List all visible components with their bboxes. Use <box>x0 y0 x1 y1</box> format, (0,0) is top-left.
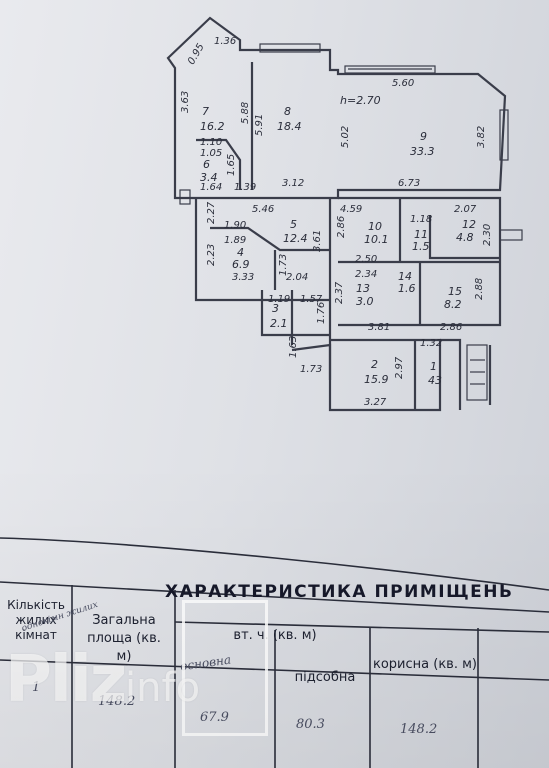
room-15-area: 8.2 <box>444 298 462 311</box>
dim-label: 2.86 <box>440 322 462 333</box>
dim-label: 2.86 <box>336 216 347 238</box>
dim-label: 2.30 <box>482 224 493 246</box>
dim-label: 3.81 <box>368 322 390 333</box>
dim-label: 3.63 <box>180 91 191 113</box>
room-2-area: 15.9 <box>364 373 389 386</box>
floor-plan: 7 16.2 8 18.4 6 3.4 9 33.3 h=2.70 5 12.4… <box>166 16 523 412</box>
dim-label: 3.82 <box>476 126 487 148</box>
room-11-area: 1.5 <box>412 240 430 253</box>
room-2-number: 2 <box>371 358 378 371</box>
room-8-area: 18.4 <box>277 120 302 133</box>
dim-label: 5.88 <box>240 102 251 124</box>
dim-label: 3.12 <box>282 178 304 189</box>
dim-label: 3.27 <box>364 397 387 408</box>
room-9-number: 9 <box>420 130 427 143</box>
room-5-number: 5 <box>290 218 297 231</box>
room-11-number: 11 <box>414 228 428 241</box>
room-6-number: 6 <box>203 158 210 171</box>
dim-label: 1.57 <box>300 294 323 305</box>
dim-label: 1.05 <box>200 148 222 159</box>
watermark-logo: Plizinfo <box>5 643 201 717</box>
value-main-area: 67.9 <box>200 710 229 725</box>
dim-label: 1.73 <box>278 254 289 276</box>
dim-label: 0.95 <box>186 42 207 67</box>
dim-label: 2.88 <box>474 278 485 300</box>
dim-label: 1.32 <box>420 338 442 349</box>
watermark-frame <box>182 600 268 736</box>
room-15-number: 15 <box>448 285 462 298</box>
value-auxiliary-area: 80.3 <box>296 717 325 732</box>
room-3-number: 3 <box>272 302 279 315</box>
dim-label: 1.73 <box>300 364 322 375</box>
dim-label: 1.89 <box>224 235 246 246</box>
height-note: h=2.70 <box>340 94 381 107</box>
room-1-area: 43 <box>428 374 442 387</box>
dim-label: 2.23 <box>206 244 217 266</box>
room-9-area: 33.3 <box>410 145 435 158</box>
dim-label: 4.59 <box>340 204 362 215</box>
room-7-area: 16.2 <box>200 120 225 133</box>
dim-label: 3.33 <box>232 272 254 283</box>
dim-label: 5.60 <box>392 78 414 89</box>
room-4-area: 6.9 <box>232 258 250 271</box>
room-14-area: 1.6 <box>398 282 416 295</box>
dim-label: 6.73 <box>398 178 420 189</box>
room-13-number: 13 <box>356 282 370 295</box>
dim-label: 2.27 <box>206 201 217 224</box>
dim-label: 2.50 <box>355 254 377 265</box>
room-1-number: 1 <box>430 360 437 373</box>
dim-label: 2.07 <box>454 204 477 215</box>
col-header-useful: корисна (кв. м) <box>373 657 477 672</box>
value-useful-area: 148.2 <box>400 722 438 737</box>
dim-label: 5.46 <box>252 204 274 215</box>
dim-label: 1.39 <box>234 182 256 193</box>
dim-label: 1.18 <box>410 214 432 225</box>
dim-label: 1.19 <box>268 294 290 305</box>
dim-label: 1.63 <box>288 336 299 358</box>
room-12-area: 4.8 <box>456 231 474 244</box>
value-room-count: 1 <box>32 680 41 695</box>
col-header-including: вт. ч. (кв. м) <box>233 628 317 643</box>
room-4-number: 4 <box>237 246 244 259</box>
room-6-area: 3.4 <box>200 171 218 184</box>
room-8-number: 8 <box>284 105 291 118</box>
dim-label: 2.97 <box>394 356 405 379</box>
dim-label: 1.76 <box>316 302 327 324</box>
rooms-table-grid <box>0 537 549 768</box>
room-3-area: 2.1 <box>270 317 288 330</box>
dim-label: 5.91 <box>254 114 265 136</box>
dim-label: 1.90 <box>224 220 246 231</box>
room-5-area: 12.4 <box>283 232 308 245</box>
dim-label: 3.61 <box>312 230 323 252</box>
dim-label: 2.34 <box>355 269 377 280</box>
room-7-number: 7 <box>202 105 209 118</box>
dim-label: 1.36 <box>214 36 236 47</box>
dim-label: 2.04 <box>286 272 308 283</box>
room-13-area: 3.0 <box>356 295 374 308</box>
col-header-total-area: Загальна площа (кв. м) <box>87 613 161 664</box>
col-header-auxiliary: підсобна <box>294 670 356 685</box>
dim-label: 1.10 <box>200 137 222 148</box>
room-12-number: 12 <box>462 218 476 231</box>
dim-label: 2.37 <box>334 281 345 304</box>
dim-label: 1.64 <box>200 182 222 193</box>
dim-label: 1.65 <box>226 154 237 176</box>
value-total-area: 148.2 <box>98 694 136 709</box>
dim-label: 5.02 <box>340 126 351 148</box>
table-title: ХАРАКТЕРИСТИКА ПРИМІЩЕНЬ <box>165 582 514 602</box>
room-10-number: 10 <box>368 220 382 233</box>
room-14-number: 14 <box>398 270 412 283</box>
col-header-rooms: Кількість жилих кімнат <box>7 598 65 642</box>
room-10-area: 10.1 <box>364 233 389 246</box>
